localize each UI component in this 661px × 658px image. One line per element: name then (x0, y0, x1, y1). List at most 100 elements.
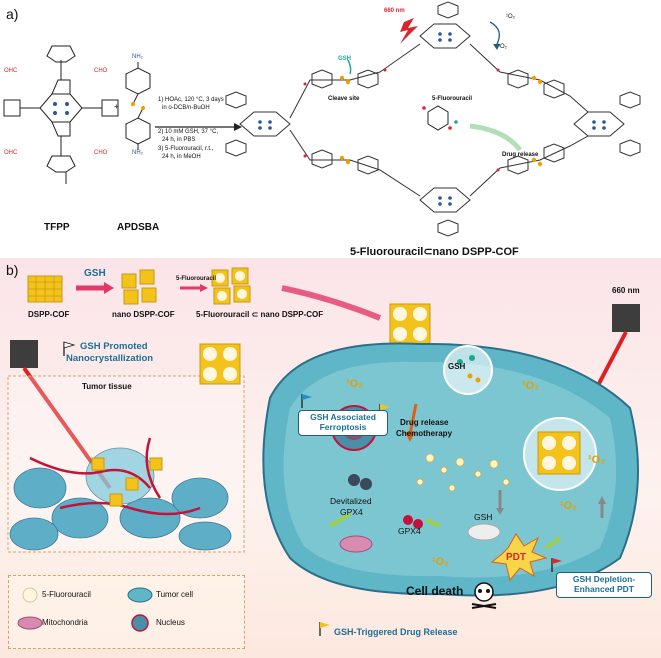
fluorouracil-top-label: 5-Fluorouracil (176, 276, 217, 282)
cell-death-label: Cell death (406, 584, 464, 598)
laser-left-icon (10, 340, 38, 368)
legend-box (8, 575, 245, 649)
pdt-label: PDT (506, 552, 526, 563)
legend-fluorouracil-icon (22, 587, 38, 603)
condition-1a: 1) HOAc, 120 °C, 3 days (158, 97, 224, 103)
legend-tumor-cell-icon (127, 587, 153, 603)
o2-label-2: ¹O₂ (522, 380, 540, 392)
tumor-tissue-label: Tumor tissue (82, 382, 132, 391)
tfpp-pyrroles (53, 102, 69, 115)
apdsba-structure (125, 62, 151, 150)
panel-b-label: b) (6, 262, 19, 278)
legend-fluorouracil: 5-Fluorouracil (42, 590, 91, 599)
legend-mitochondria-icon (17, 616, 43, 630)
depletion-callout: GSH Depletion- Enhanced PDT (556, 572, 652, 598)
gsh-zoom-circle (443, 345, 493, 395)
tfpp-structure (3, 45, 119, 184)
condition-2a: 2) 10 mM GSH, 37 °C, (158, 129, 219, 135)
gsh-cleave-arrow (347, 59, 352, 75)
nano-dspp-cof-label: nano DSPP-COF (112, 310, 175, 319)
drug-release-line2: Chemotherapy (396, 429, 453, 438)
gpx4-icon (403, 515, 423, 529)
skull-icon (471, 582, 497, 609)
nano-dspp-cof-cubes (121, 269, 157, 305)
mitochondria-cell-icon (339, 535, 373, 553)
flag-icon-depletion (551, 558, 562, 572)
dspp-cof-lattice (27, 275, 63, 303)
panel-a-label: a) (6, 6, 19, 22)
depletion-line1: GSH Depletion- (572, 574, 636, 584)
legend-tumor-cell: Tumor cell (156, 590, 194, 599)
delivery-arrow (281, 285, 382, 321)
drug-release-arrow-b (408, 403, 418, 435)
triplet-oxygen-a: ³O₂ (498, 44, 507, 50)
flag-icon-triggered (319, 622, 330, 636)
ferroptosis-line1: GSH Associated (310, 412, 376, 422)
gsh-top-label: GSH (84, 268, 106, 279)
condition-1b: in o-DCB/n-BuOH (162, 105, 210, 111)
legend-nucleus: Nucleus (156, 618, 185, 627)
zoom-cube (199, 343, 241, 385)
light-660-label-a: 660 nm (384, 8, 405, 14)
gsh-promoted-line2: Nanocrystallization (66, 353, 154, 364)
oxygen-conversion-arrow (489, 21, 501, 47)
lightning-icon (400, 18, 418, 44)
singlet-oxygen-a: ¹O₂ (506, 14, 515, 20)
condition-3a: 3) 5-Fluorouracil, r.t., (158, 146, 214, 152)
apdsba-label: APDSBA (117, 222, 160, 233)
laser-right-icon (612, 304, 640, 332)
flag-icon-gsh-promoted (63, 341, 76, 356)
legend-mitochondria: Mitochondria (42, 618, 88, 627)
devitalized-line2: GPX4 (340, 507, 363, 517)
o2-label-3: ¹O₂ (588, 454, 606, 466)
o2-label-4: ¹O₂ (560, 500, 578, 512)
disulfide-bonds (339, 75, 543, 167)
o2-label-1: ¹O₂ (346, 378, 364, 390)
nh2-top: NH₂ (132, 54, 143, 60)
legend-nucleus-icon (131, 614, 149, 632)
cho-bottom-left: OHC (4, 150, 18, 156)
cho-top-left: OHC (4, 68, 18, 74)
cho-top-right: CHO (94, 68, 108, 74)
product-label: 5-Fluorouracil⊂nano DSPP-COF (350, 246, 519, 258)
fu-loaded-cubes (211, 267, 251, 305)
fluorouracil-molecule (427, 105, 449, 131)
ferroptosis-line2: Ferroptosis (319, 421, 367, 432)
pdt-burst (490, 533, 548, 582)
panel-a-chemistry (3, 1, 641, 237)
legend-icons (17, 587, 153, 632)
devitalized-line1: Devitalized (330, 496, 372, 506)
gsh-cell-label: GSH (474, 512, 493, 522)
cleave-site-label: Cleave site (328, 96, 360, 102)
ferroptosis-callout: GSH Associated Ferroptosis (298, 410, 388, 436)
cof-product (225, 1, 641, 237)
cof-pyrrole-nitrogens (258, 32, 606, 206)
nh2-bottom: NH₂ (132, 150, 143, 156)
drug-release-arrow (469, 123, 522, 152)
drug-release-line1: Drug release (400, 418, 449, 427)
fu-nano-dspp-cof-label: 5-Fluorouracil ⊂ nano DSPP-COF (196, 310, 324, 319)
released-drug-particles (416, 453, 510, 492)
delivered-cube (389, 303, 431, 345)
cho-bottom-right: CHO (94, 150, 108, 156)
tumor-cells-cluster (9, 447, 232, 551)
tissue-cof-cubes (91, 457, 163, 507)
gsh-droplet (467, 523, 501, 541)
gsh-ss-label: GSH (448, 362, 466, 371)
gsh-label-a: GSH (338, 56, 352, 62)
condition-2b: 24 h, in PBS (162, 137, 196, 143)
gpx4-label: GPX4 (398, 526, 421, 536)
flag-icon-ferroptosis (301, 394, 312, 408)
blood-vessels (29, 437, 201, 516)
o2-label-5: ¹O₂ (432, 556, 450, 568)
fluorouracil-label-a: 5-Fluorouracil (432, 96, 473, 102)
cell-cof-cube (537, 431, 581, 475)
drug-release-label-a: Drug release (502, 152, 539, 158)
dspp-cof-label: DSPP-COF (28, 310, 70, 319)
plus-sign: + (114, 102, 119, 111)
depletion-line2: Enhanced PDT (574, 583, 634, 594)
gsh-promoted-line1: GSH Promoted (80, 341, 148, 352)
triggered-release-label: GSH-Triggered Drug Release (334, 627, 458, 637)
condition-3b: 24 h, in MeOH (162, 154, 201, 160)
devitalized-gpx4-icon (348, 474, 372, 490)
